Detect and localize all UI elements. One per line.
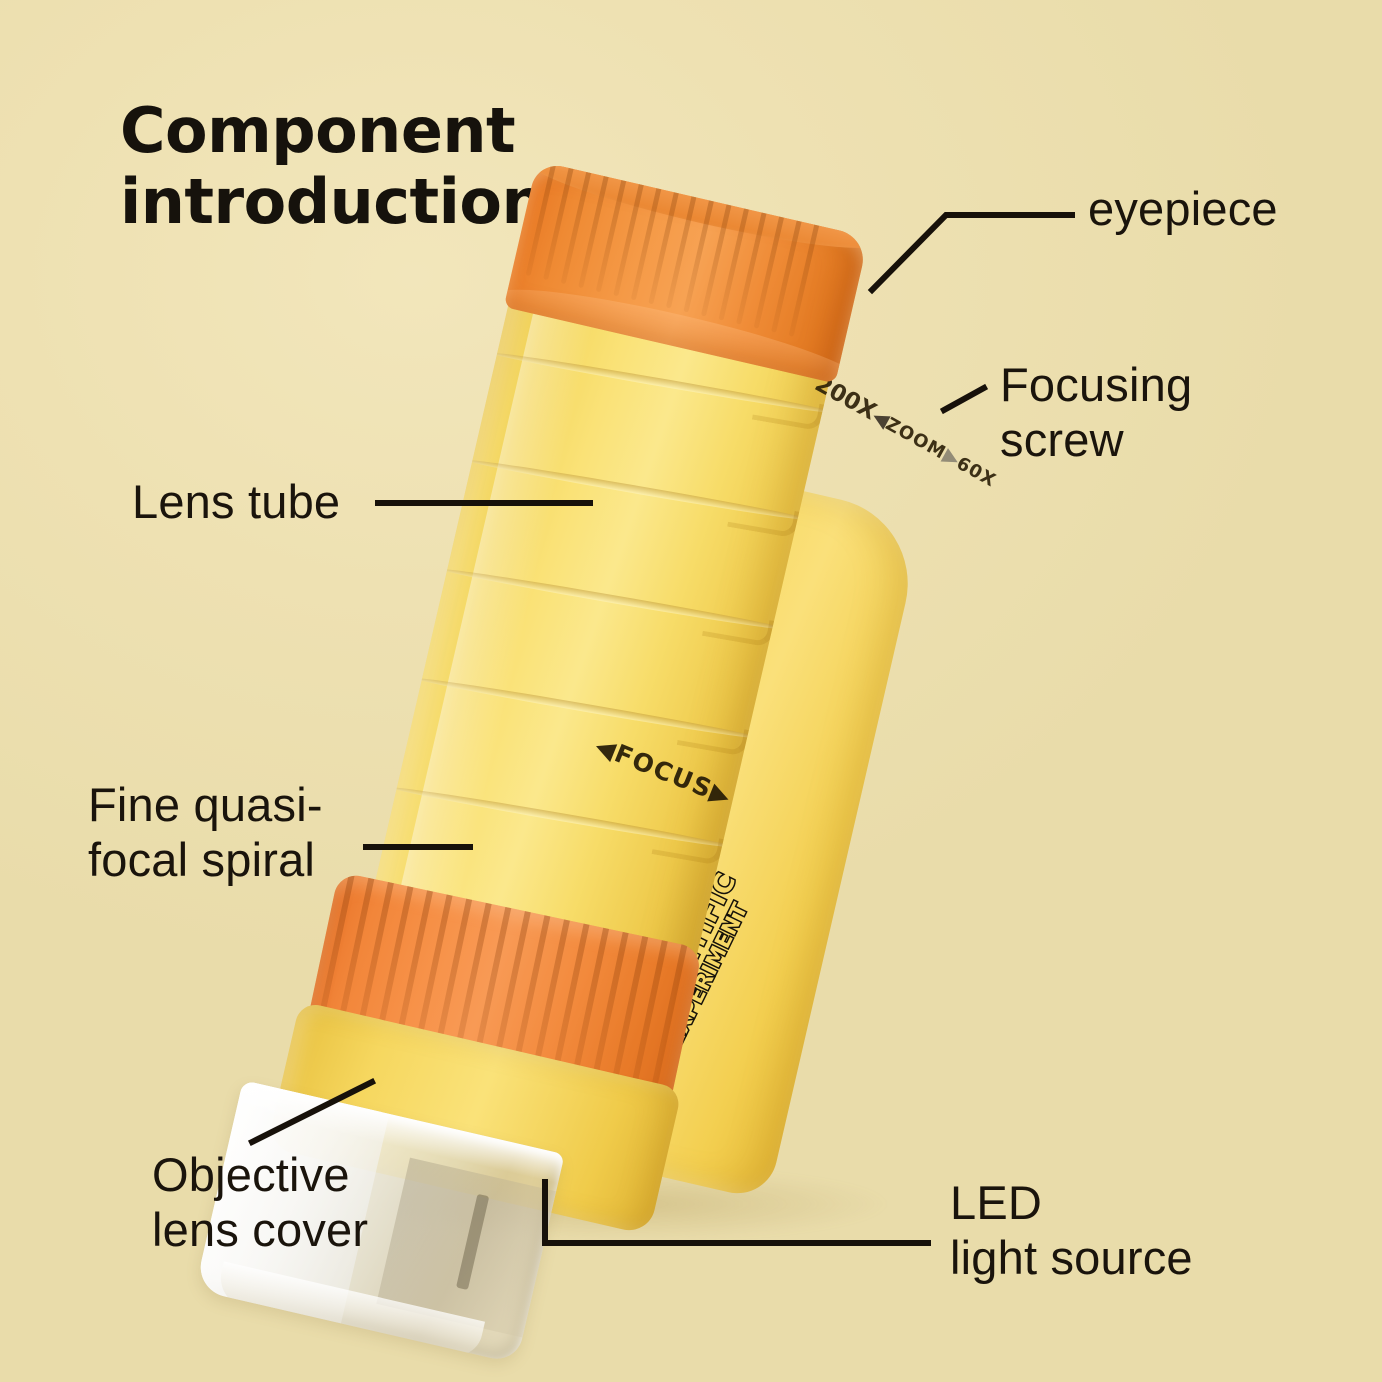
page-title: Component introduction: [120, 94, 680, 238]
callout-label-objective-lens-cover: Objective lens cover: [152, 1148, 369, 1256]
callout-label-eyepiece: eyepiece: [1088, 182, 1278, 235]
page-title-line-2: introduction: [120, 164, 546, 238]
callout-label-lens-tube: Lens tube: [132, 475, 341, 528]
zoom-scale-marking: 200X◀ZOOM▶60X: [811, 371, 1002, 493]
page-title-line-1: Component: [120, 94, 516, 167]
callout-label-fine-focal-spiral: Fine quasi- focal spiral: [88, 778, 323, 886]
zoom-word-label: ZOOM: [881, 413, 950, 464]
zoom-min-label: 60X: [952, 452, 1000, 492]
callout-label-led-light-source: LED light source: [950, 1176, 1193, 1284]
callout-label-focusing-screw: Focusing screw: [1000, 358, 1193, 466]
